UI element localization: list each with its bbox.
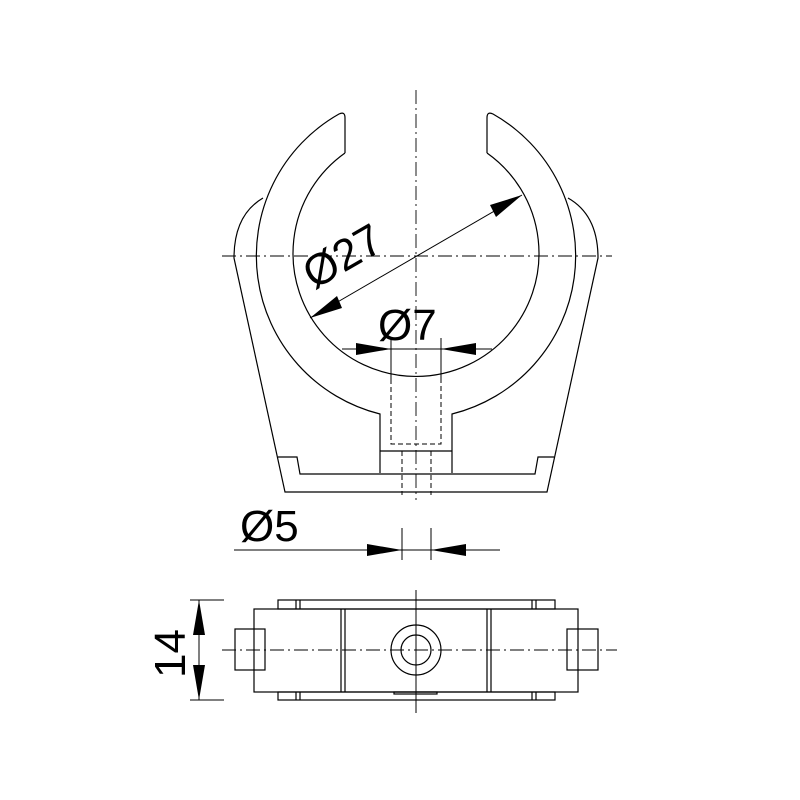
front-view: Ø27 Ø7 Ø5 — [222, 90, 612, 560]
arrowhead — [441, 343, 476, 355]
clip-ring-outline — [255, 112, 577, 473]
arrowhead — [356, 343, 391, 355]
arrowhead — [490, 195, 522, 217]
hidden-hole — [390, 379, 442, 445]
bottom-view: 14 — [146, 590, 617, 713]
body-outline — [233, 197, 599, 493]
arrowhead — [310, 296, 342, 318]
dimension-label-hole-diameter: Ø7 — [378, 301, 437, 350]
dimension-inner-diameter: Ø27 — [295, 194, 523, 319]
dimension-bore-diameter: Ø5 — [234, 502, 500, 560]
dimension-hole-diameter: Ø7 — [342, 301, 492, 379]
arrowhead — [193, 600, 205, 635]
dimension-height: 14 — [146, 599, 224, 701]
base-inner-step — [278, 456, 554, 475]
inner-hole-circle — [400, 634, 432, 666]
arrowhead — [431, 544, 466, 556]
dimension-label-height: 14 — [146, 629, 195, 678]
outer-hole-circle — [390, 624, 442, 676]
left-tab — [234, 628, 266, 671]
inner-circle-arc — [292, 152, 540, 378]
arrowhead — [193, 665, 205, 700]
dimension-label-inner-diameter: Ø27 — [295, 215, 392, 299]
dimension-label-bore-diameter: Ø5 — [240, 502, 299, 551]
arrowhead — [367, 544, 402, 556]
right-tab — [566, 628, 599, 671]
